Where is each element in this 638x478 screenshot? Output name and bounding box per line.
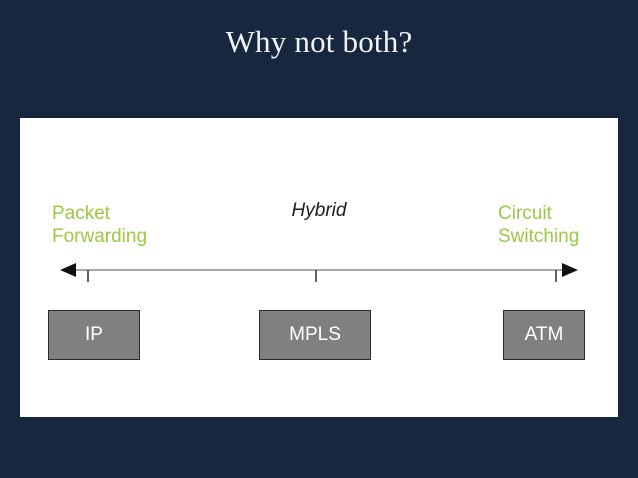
node-box-atm[interactable]: ATM: [503, 310, 585, 360]
axis-label-hybrid: Hybrid: [291, 200, 347, 221]
arrow-left-icon: [60, 263, 76, 277]
axis-label-circuit-switching: Circuit Switching: [498, 203, 580, 247]
slide-content-panel: Packet Forwarding Hybrid Circuit Switchi…: [20, 118, 618, 417]
slide-title: Why not both?: [225, 24, 413, 59]
axis-label-packet-forwarding: Packet Forwarding: [52, 203, 148, 247]
node-box-ip[interactable]: IP: [48, 310, 140, 360]
node-box-mpls[interactable]: MPLS: [259, 310, 371, 360]
arrow-right-icon: [562, 263, 578, 277]
spectrum-double-arrow: [60, 263, 578, 282]
